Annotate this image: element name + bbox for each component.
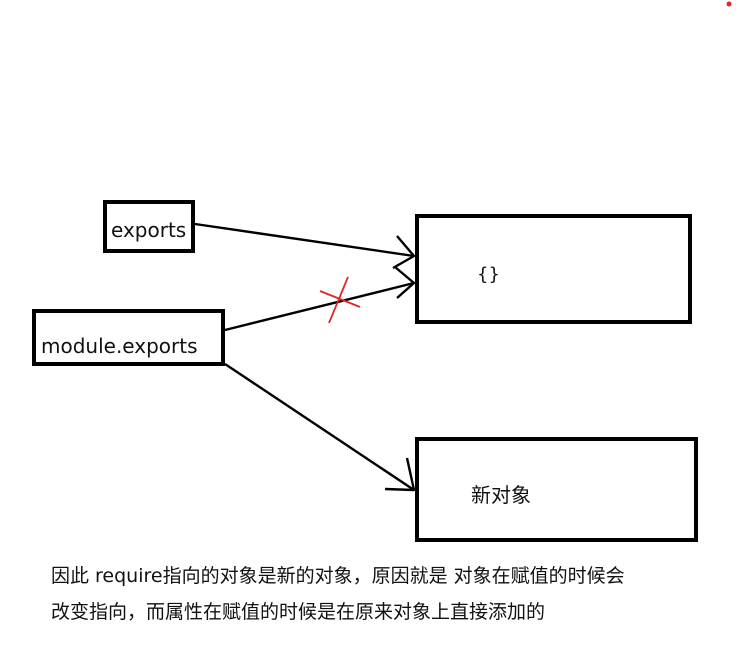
empty-object-box: {}	[415, 214, 692, 324]
exports-box: exports	[103, 200, 195, 253]
stray-red-dot	[726, 1, 732, 7]
arrow-module-exports-to-new-object	[224, 363, 415, 491]
arrowhead-exports-to-empty-object	[392, 235, 416, 270]
caption-line-2: 改变指向，而属性在赋值的时候是在原来对象上直接添加的	[51, 601, 546, 623]
module-exports-box: module.exports	[32, 309, 225, 366]
module-exports-label: module.exports	[41, 334, 198, 358]
empty-object-label: {}	[477, 264, 500, 285]
arrowhead-module-exports-to-new-object	[384, 457, 416, 492]
new-object-box: 新对象	[415, 437, 698, 542]
arrow-module-exports-to-empty-object	[224, 281, 415, 332]
broken-link-cross-mark	[319, 276, 361, 324]
arrowhead-module-exports-to-empty-object	[394, 266, 416, 299]
new-object-label: 新对象	[471, 483, 531, 507]
exports-label: exports	[111, 218, 187, 242]
caption-line-1: 因此 require指向的对象是新的对象，原因就是 对象在赋值的时候会	[51, 565, 625, 587]
arrow-exports-to-empty-object	[194, 222, 415, 258]
